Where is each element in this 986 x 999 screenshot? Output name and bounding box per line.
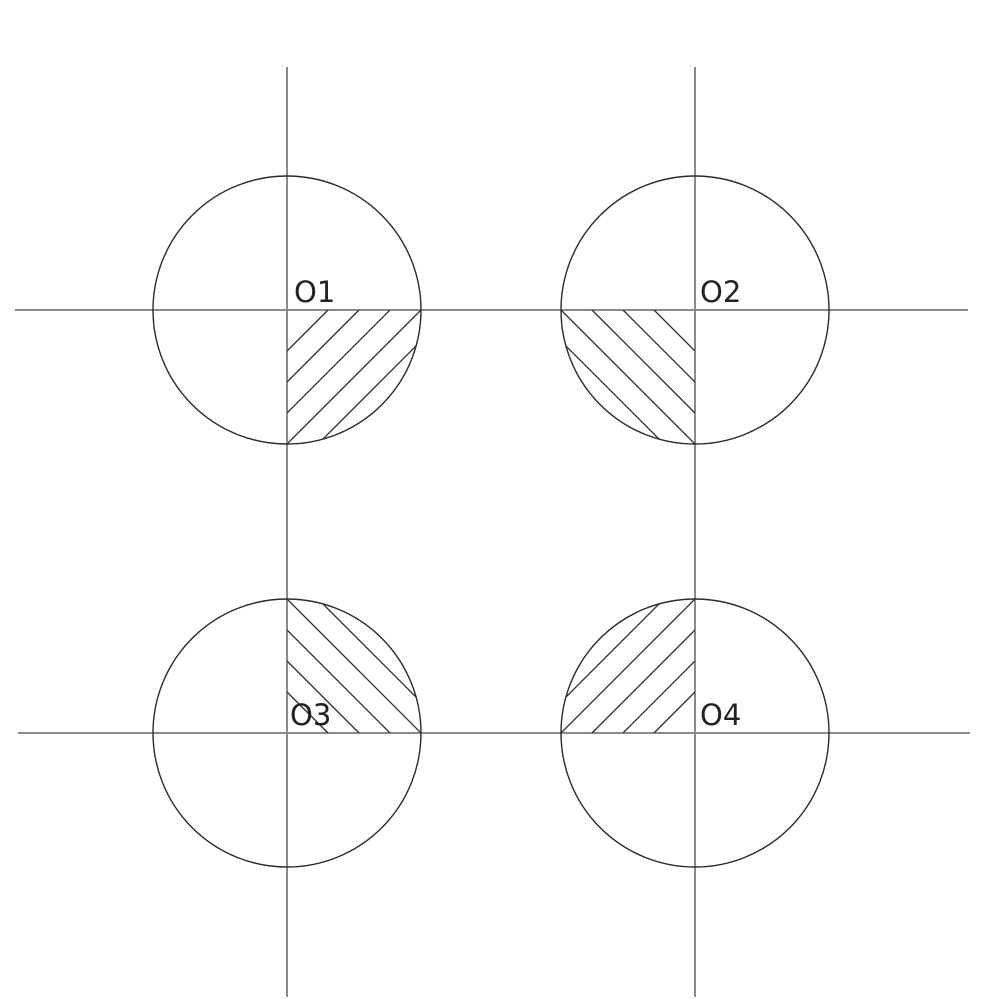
circle-outline: [560, 598, 830, 868]
circle-o2: [560, 175, 830, 445]
hatch-line: [287, 691, 329, 733]
hatch-line: [287, 310, 421, 444]
hatch-o1: [287, 310, 421, 444]
hatch-line: [653, 691, 695, 733]
hatch-line: [653, 310, 695, 352]
circle-outline: [560, 175, 830, 445]
label-o1: O1: [294, 275, 335, 309]
hatch-line: [622, 310, 695, 383]
circle-o1: [152, 175, 422, 445]
hatch-line: [561, 599, 695, 733]
hatch-line: [561, 599, 695, 733]
hatch-line: [287, 599, 421, 733]
hatch-line: [287, 660, 360, 733]
hatch-line: [287, 310, 391, 414]
hatch-line: [622, 660, 695, 733]
hatch-line: [591, 629, 695, 733]
hatch-line: [287, 310, 329, 352]
label-o2: O2: [700, 275, 741, 309]
hatch-line: [287, 310, 421, 444]
hatch-line: [287, 310, 360, 383]
circle-outline: [152, 175, 422, 445]
hatch-o2: [561, 310, 695, 444]
hatch-line: [287, 599, 421, 733]
hatch-line: [287, 629, 391, 733]
label-o4: O4: [700, 698, 741, 732]
hatch-line: [561, 310, 695, 444]
hatch-o4: [561, 599, 695, 733]
hatch-o3: [287, 599, 421, 733]
circle-o3: [152, 598, 422, 868]
hatch-line: [591, 310, 695, 414]
hatch-line: [561, 310, 695, 444]
label-o3: O3: [290, 698, 331, 732]
circle-o4: [560, 598, 830, 868]
circle-outline: [152, 598, 422, 868]
